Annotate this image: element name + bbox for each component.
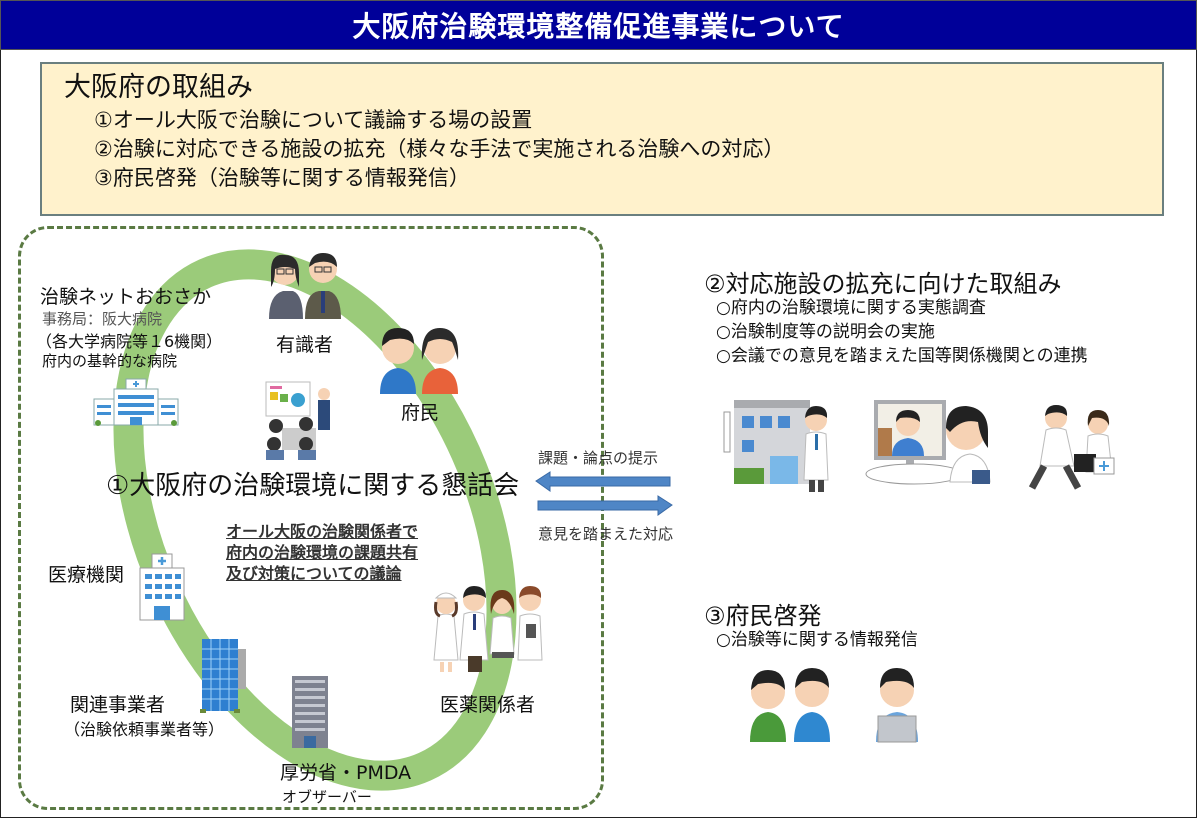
hospital-complex-icon xyxy=(93,378,179,426)
citizens-icon xyxy=(380,328,459,394)
medical-staff-icon xyxy=(433,586,543,672)
council-dashed-box xyxy=(18,226,604,810)
summary-heading: 大阪府の取組み xyxy=(64,72,253,103)
summary-box: 大阪府の取組み ①オール大阪で治験について議論する場の設置 ②治験に対応できる施… xyxy=(40,62,1164,216)
facilities-item: ○会議での意見を踏まえた国等関係機関との連携 xyxy=(716,346,1088,366)
council-title: ①大阪府の治験環境に関する懇話会 xyxy=(106,471,520,501)
pharma-staff-label: 医薬関係者 xyxy=(440,694,536,716)
council-description: オール大阪の治験関係者で 府内の治験環境の課題共有 及び対策についての議論 xyxy=(226,521,418,584)
government-building-icon xyxy=(292,676,328,748)
network-office: 事務局：阪大病院 xyxy=(42,310,163,328)
page-title: 大阪府治験環境整備促進事業について xyxy=(352,10,845,43)
related-businesses-label: 関連事業者 xyxy=(70,694,166,716)
arrow-right-icon xyxy=(537,495,673,516)
network-count: （各大学病院等１6機関） xyxy=(36,332,223,351)
summary-item: ②治験に対応できる施設の拡充（様々な手法で実施される治験への対応） xyxy=(94,137,785,161)
council-description-line: 及び対策についての議論 xyxy=(226,564,402,583)
awareness-list: ○治験等に関する情報発信 xyxy=(716,628,918,652)
arrow-left-icon xyxy=(535,471,671,492)
citizens-label: 府民 xyxy=(401,402,440,424)
experts-icon xyxy=(269,253,341,319)
council-description-line: 府内の治験環境の課題共有 xyxy=(226,543,419,562)
flow-from-council-label: 意見を踏まえた対応 xyxy=(538,525,674,543)
citizens-talking-icon xyxy=(750,668,830,742)
awareness-item: ○治験等に関する情報発信 xyxy=(716,630,918,650)
network-note: 府内の基幹的な病院 xyxy=(42,352,178,370)
related-businesses-note: （治験依頼事業者等） xyxy=(64,720,225,739)
ministry-note: オブザーバー xyxy=(282,788,372,806)
facilities-item: ○治験制度等の説明会の実施 xyxy=(716,322,935,342)
meeting-icon xyxy=(265,381,330,460)
facilities-item: ○府内の治験環境に関する実態調査 xyxy=(716,298,986,318)
facilities-heading: ②対応施設の拡充に向けた取組み xyxy=(704,270,1062,298)
experts-label: 有識者 xyxy=(276,334,334,356)
summary-item: ③府民啓発（治験等に関する情報発信） xyxy=(94,166,470,190)
flow-to-council-label: 課題・論点の提示 xyxy=(538,449,659,467)
summary-item: ①オール大阪で治験について議論する場の設置 xyxy=(94,108,533,132)
council-description-line: オール大阪の治験関係者で xyxy=(226,522,419,541)
clinic-doctor-icon xyxy=(723,400,829,492)
awareness-heading: ③府民啓発 xyxy=(704,602,822,630)
online-consultation-icon xyxy=(865,400,991,485)
network-name: 治験ネットおおさか xyxy=(40,286,212,308)
flow-arrows xyxy=(535,471,673,516)
ministry-label: 厚労省・PMDA xyxy=(280,762,412,784)
hospital-icon xyxy=(139,553,185,621)
home-visit-doctor-icon xyxy=(1028,405,1115,490)
facilities-list: ○府内の治験環境に関する実態調査 ○治験制度等の説明会の実施 ○会議での意見を踏… xyxy=(716,296,1088,368)
medical-institutions-label: 医療機関 xyxy=(48,564,125,586)
citizen-laptop-icon xyxy=(876,668,918,743)
office-building-icon xyxy=(200,639,246,713)
title-bar: 大阪府治験環境整備促進事業について xyxy=(0,0,1197,50)
